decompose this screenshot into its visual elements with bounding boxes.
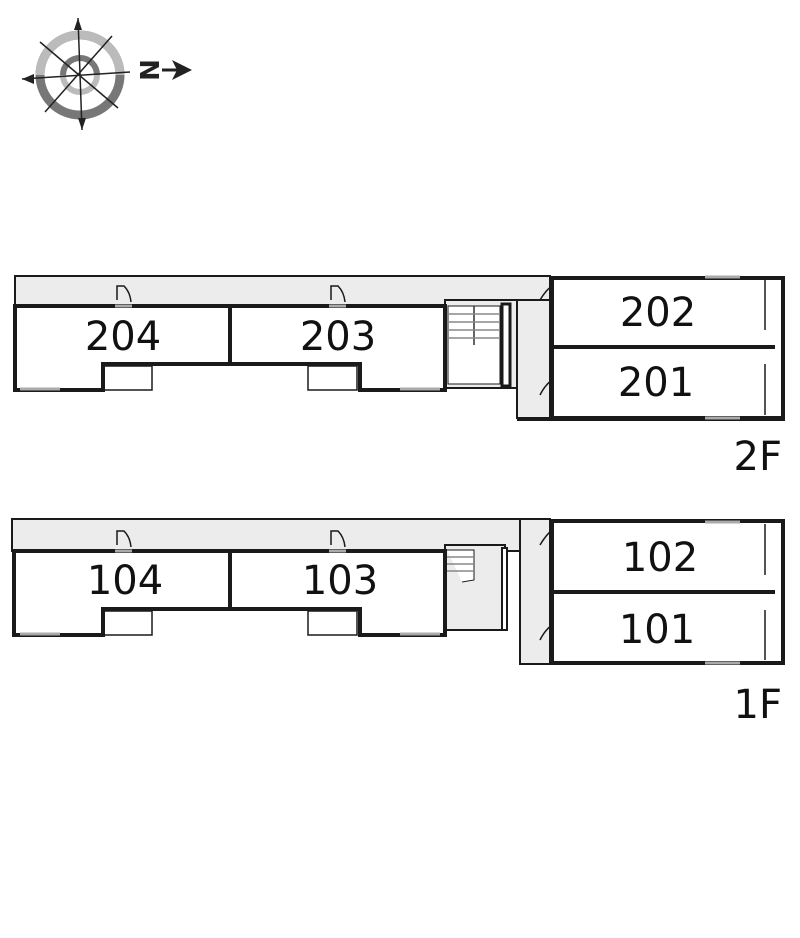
compass-icon: N	[21, 17, 192, 131]
north-label: N	[133, 59, 163, 81]
unit-104[interactable]: 104	[87, 558, 163, 604]
unit-101[interactable]: 101	[619, 607, 695, 653]
floor-2f: 204 203 202 201 2F	[13, 275, 785, 480]
floor-label-2f: 2F	[734, 434, 782, 480]
unit-103[interactable]: 103	[302, 558, 378, 604]
unit-202[interactable]: 202	[620, 290, 696, 336]
unit-204[interactable]: 204	[85, 314, 161, 360]
floor-label-1f: 1F	[734, 682, 782, 728]
unit-203[interactable]: 203	[300, 314, 376, 360]
north-arrow-icon	[172, 60, 192, 80]
unit-201[interactable]: 201	[618, 360, 694, 406]
stairs-icon	[447, 305, 501, 385]
floor-1f: 104 103 102 101 1F	[11, 518, 785, 728]
unit-102[interactable]: 102	[622, 535, 698, 581]
stairs-icon	[447, 549, 475, 583]
